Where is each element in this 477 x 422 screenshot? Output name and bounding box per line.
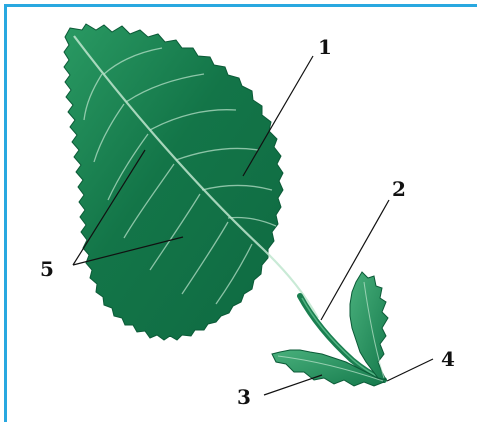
leaf-blade [64,24,283,340]
callout-label-1: 1 [318,35,332,59]
callout-label-3: 3 [237,385,251,409]
callout-label-2: 2 [392,177,406,201]
leader-line-3 [264,375,322,395]
callout-label-5: 5 [40,257,54,281]
leader-line-4 [387,359,433,381]
callout-label-4: 4 [441,347,455,371]
